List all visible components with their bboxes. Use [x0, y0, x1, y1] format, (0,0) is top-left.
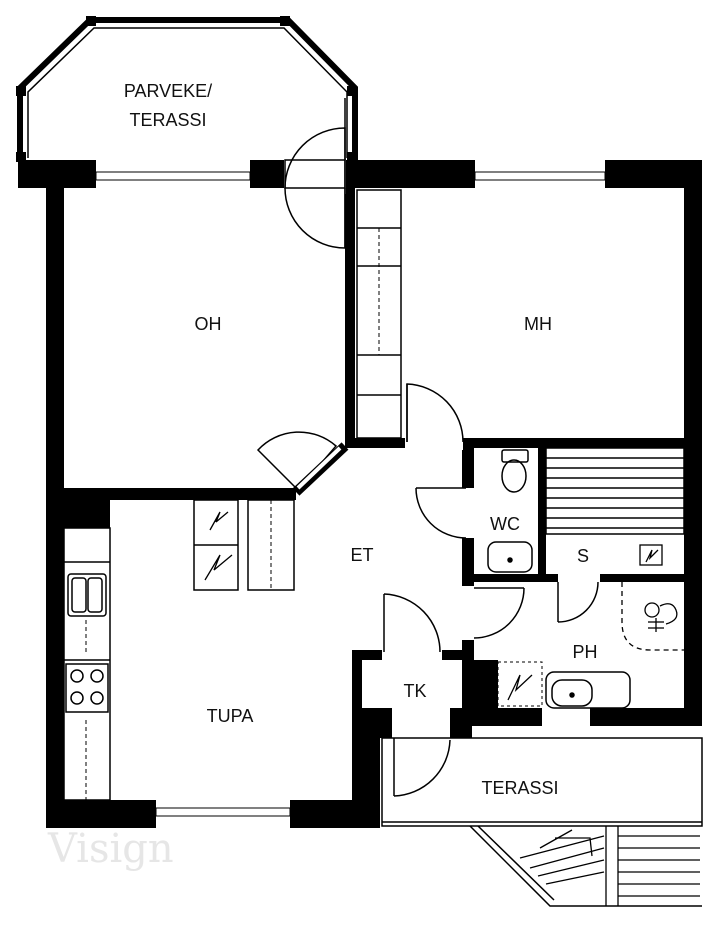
room-label-ph: PH — [572, 642, 597, 662]
windows — [95, 171, 606, 817]
room-label-wc: WC — [490, 514, 520, 534]
stove-icon — [65, 663, 109, 713]
room-label-s: S — [577, 546, 589, 566]
balcony-corner-posts — [16, 16, 357, 162]
drying-cabinet — [497, 661, 543, 707]
room-label-mh: MH — [524, 314, 552, 334]
walls — [18, 160, 702, 828]
balcony-label-line1: PARVEKE/ — [124, 81, 212, 101]
toilet-icon — [501, 449, 529, 493]
shower-icon — [621, 582, 684, 651]
wc-sink-icon — [487, 541, 533, 573]
stairs — [519, 826, 700, 906]
room-label-tk: TK — [403, 681, 426, 701]
room-label-terrace: TERASSI — [481, 778, 558, 798]
watermark-logo: Visign — [47, 826, 174, 872]
room-label-tupa: TUPA — [207, 706, 254, 726]
room-label-oh: OH — [195, 314, 222, 334]
terrace — [381, 737, 703, 907]
room-label-et: ET — [350, 545, 373, 565]
balcony-label-line2: TERASSI — [129, 110, 206, 130]
doors — [256, 98, 600, 797]
kitchen-counter — [63, 527, 111, 801]
ph-sink-icon — [545, 671, 631, 709]
electric-symbols — [204, 511, 663, 701]
sauna-bench — [545, 447, 685, 535]
wardrobes — [193, 189, 402, 591]
kitchen-sink-icon — [67, 573, 107, 617]
balcony — [17, 17, 358, 160]
